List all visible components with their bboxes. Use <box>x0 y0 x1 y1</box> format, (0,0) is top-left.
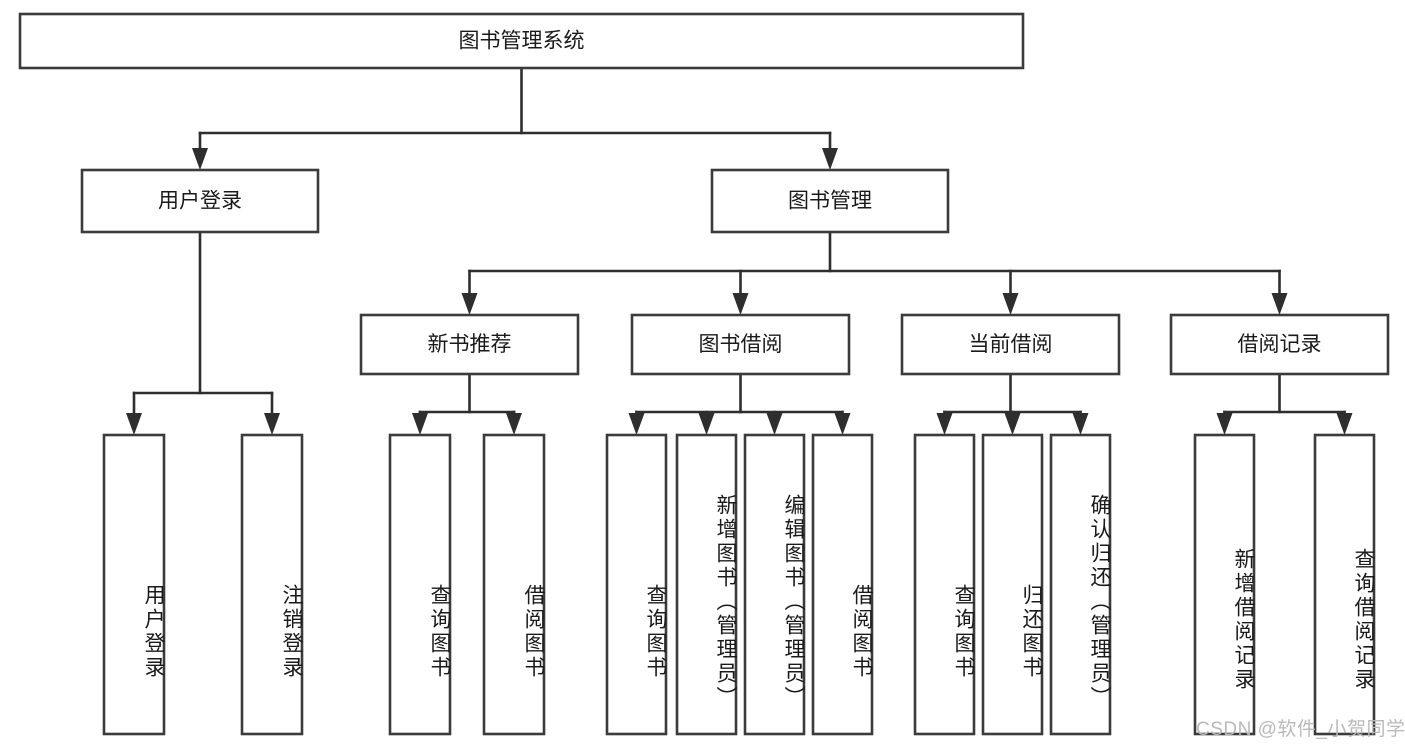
arrow-head-icon-leaf-query-borrow-record <box>1336 413 1353 435</box>
arrow-head-icon-leaf-borrow-book-1 <box>506 413 522 435</box>
csdn-watermark: CSDN @软件_小贺同学 <box>1196 719 1405 740</box>
node-box-leaf-confirm-return-admin[interactable] <box>1049 433 1112 736</box>
node-box-book-manage[interactable] <box>710 168 950 234</box>
node-label-current-borrow: 当前借阅 <box>969 333 1053 356</box>
node-box-leaf-query-borrow-record[interactable] <box>1313 433 1376 736</box>
arrow-head-icon-leaf-confirm-return-admin <box>1072 413 1089 435</box>
arrow-head-icon-level2-0 <box>192 148 208 170</box>
node-box-borrow-record[interactable] <box>1169 313 1390 376</box>
arrow-head-icon-level3-2 <box>1002 293 1019 315</box>
arrow-head-icon-level3-3 <box>1271 293 1288 315</box>
arrow-head-icon-leaf-add-book-admin <box>698 413 715 435</box>
arrow-head-icon-leaf-add-borrow-record <box>1216 413 1233 435</box>
node-box-leaf-logout-login[interactable] <box>240 433 304 736</box>
node-box-leaf-query-book-1[interactable] <box>388 433 452 736</box>
node-box-leaf-borrow-book-1[interactable] <box>482 433 546 736</box>
arrow-head-icon-level3-1 <box>732 293 749 315</box>
node-label-new-book-recommend: 新书推荐 <box>428 333 512 356</box>
arrow-head-icon-leaf-query-book-2 <box>628 413 645 435</box>
node-box-leaf-query-book-2[interactable] <box>605 433 668 736</box>
node-label-book-borrow: 图书借阅 <box>699 333 783 356</box>
node-box-book-borrow[interactable] <box>630 313 851 376</box>
node-box-user-login[interactable] <box>80 168 320 234</box>
node-box-current-borrow[interactable] <box>900 313 1121 376</box>
connectors-layer <box>126 66 1353 435</box>
node-box-leaf-borrow-book-2[interactable] <box>811 433 874 736</box>
node-box-leaf-return-book[interactable] <box>981 433 1044 736</box>
node-label-borrow-record: 借阅记录 <box>1238 333 1322 356</box>
node-box-new-book-recommend[interactable] <box>359 313 580 376</box>
arrow-head-icon-leaf-query-book-1 <box>412 413 428 435</box>
node-label-book-manage: 图书管理 <box>788 190 872 213</box>
node-box-title-system[interactable] <box>18 12 1025 70</box>
arrow-head-icon-leaf-query-book-3 <box>936 413 953 435</box>
arrow-head-icon-level2-1 <box>822 148 838 170</box>
node-box-leaf-user-login[interactable] <box>102 433 166 736</box>
arrow-head-icon-leaf-edit-book-admin <box>766 413 783 435</box>
boxes-layer <box>18 12 1390 736</box>
node-label-title-system: 图书管理系统 <box>459 30 585 53</box>
arrow-head-icon-level3-0 <box>461 293 478 315</box>
node-box-leaf-add-book-admin[interactable] <box>675 433 738 736</box>
arrow-head-icon-leaf-logout-login <box>264 413 280 435</box>
arrow-head-icon-leaf-return-book <box>1004 413 1021 435</box>
arrow-head-icon-leaf-user-login <box>126 413 142 435</box>
node-box-leaf-add-borrow-record[interactable] <box>1193 433 1256 736</box>
node-box-leaf-edit-book-admin[interactable] <box>743 433 806 736</box>
node-label-user-login: 用户登录 <box>158 190 242 213</box>
arrow-head-icon-leaf-borrow-book-2 <box>834 413 851 435</box>
node-box-leaf-query-book-3[interactable] <box>913 433 976 736</box>
